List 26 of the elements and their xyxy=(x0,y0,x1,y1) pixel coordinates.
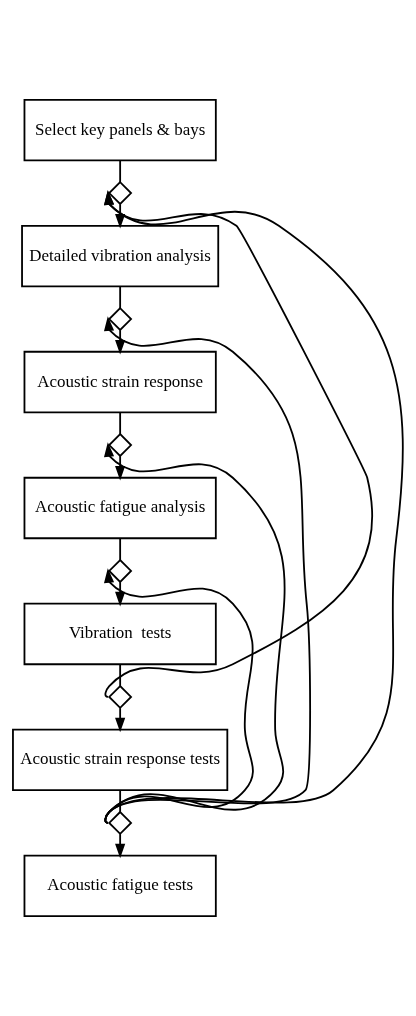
node-diamond xyxy=(107,432,133,458)
arrow xyxy=(103,316,312,824)
arrow xyxy=(115,833,126,859)
connector xyxy=(119,411,122,435)
node-diamond xyxy=(107,306,133,332)
arrow xyxy=(103,568,254,824)
node-box: Vibration tests xyxy=(23,602,217,666)
arrow xyxy=(103,190,373,698)
arrow xyxy=(115,707,126,733)
node-diamond xyxy=(107,684,133,710)
connector xyxy=(119,159,122,183)
connector xyxy=(119,789,122,813)
connector xyxy=(119,537,122,561)
connector xyxy=(119,663,122,687)
node-box: Acoustic strain response tests xyxy=(12,728,229,792)
node-box: Acoustic strain response xyxy=(23,350,217,414)
node-box: Acoustic fatigue analysis xyxy=(23,476,217,540)
node-diamond xyxy=(107,558,133,584)
node-box: Detailed vibration analysis xyxy=(21,224,220,288)
arrow xyxy=(103,442,286,824)
node-box: Select key panels & bays xyxy=(23,98,217,162)
arrow xyxy=(103,190,404,824)
node-diamond xyxy=(107,180,133,206)
node-diamond xyxy=(107,810,133,836)
connector xyxy=(119,285,122,309)
node-box: Acoustic fatigue tests xyxy=(23,854,217,918)
